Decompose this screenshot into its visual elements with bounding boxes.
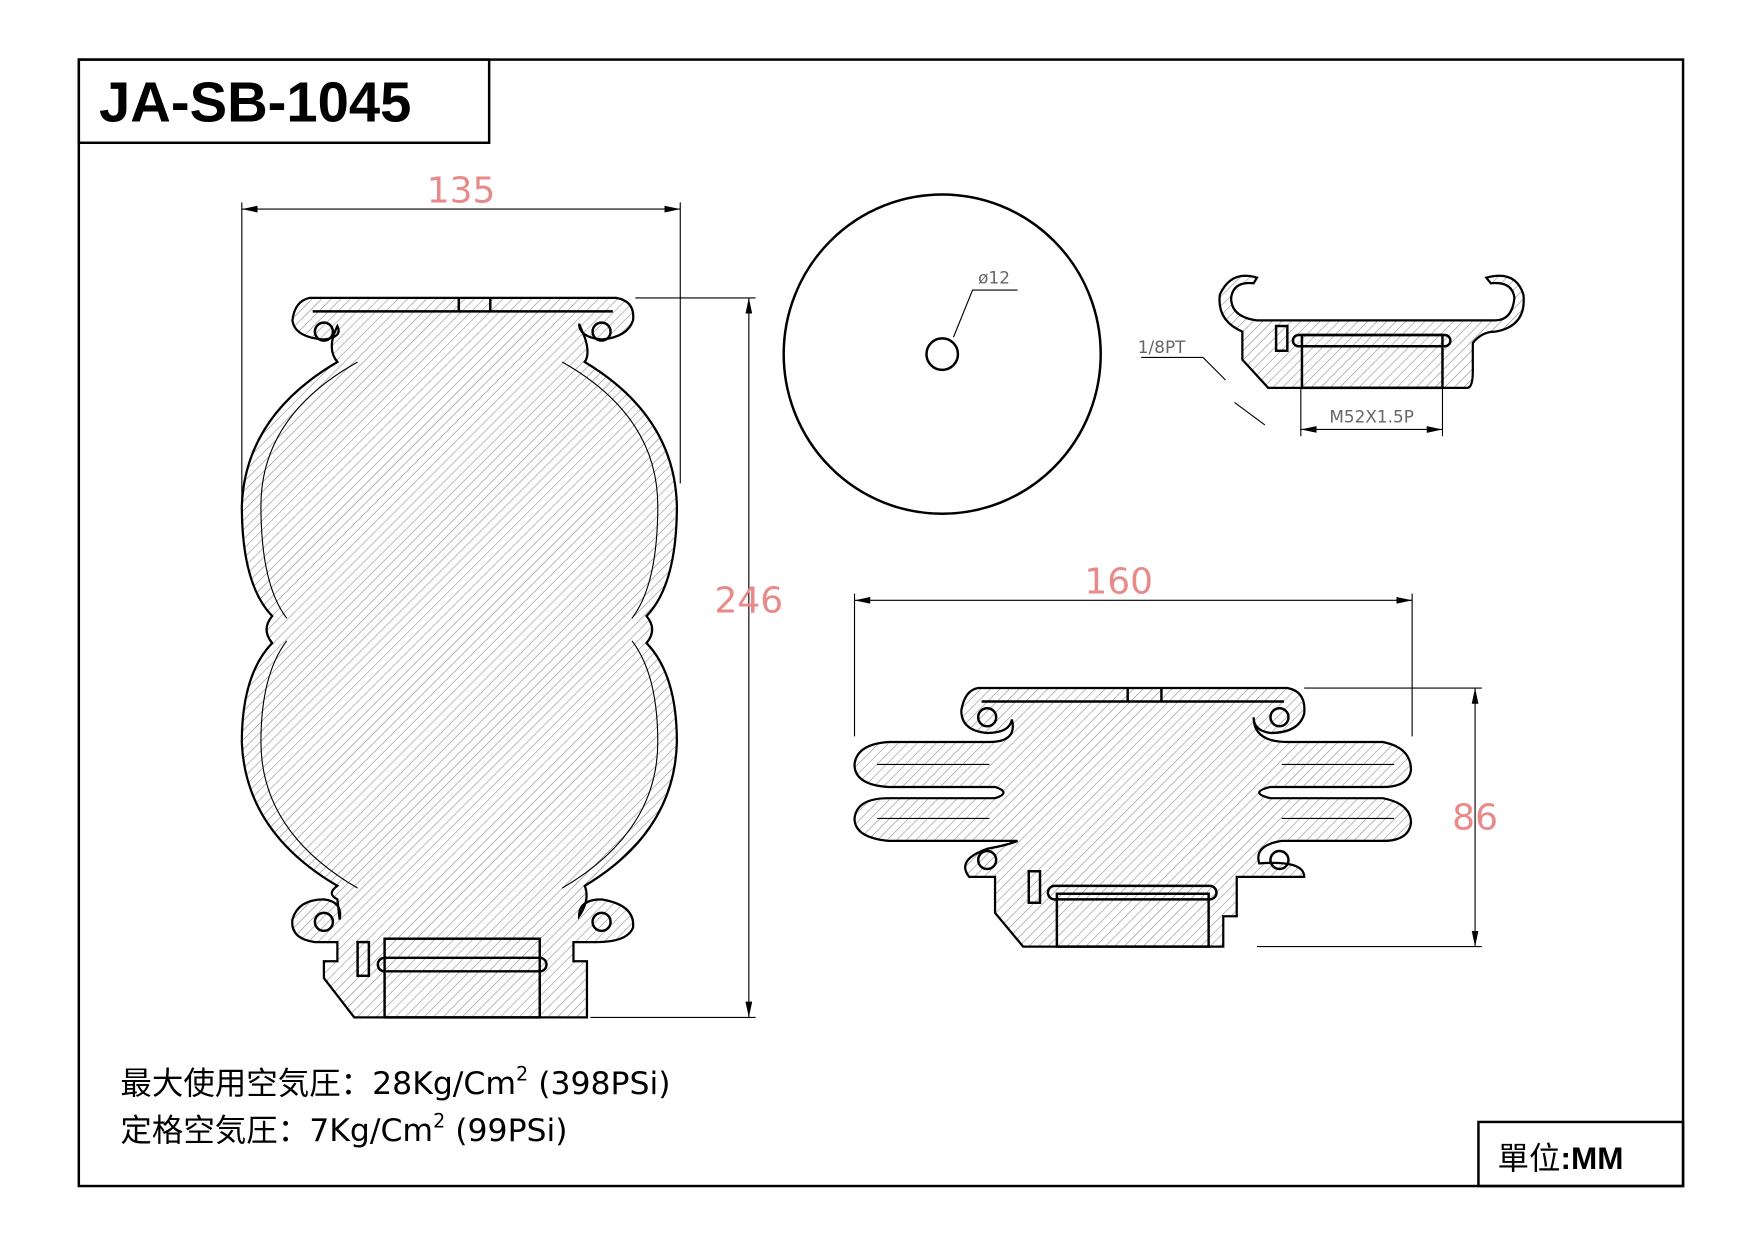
- air-port-label: 1/8PT: [1138, 337, 1186, 357]
- dimension-135: 135: [427, 170, 496, 211]
- leader-hole: [952, 289, 1018, 338]
- unit-box: [1477, 1120, 1685, 1188]
- bellows-inflated-view: [240, 296, 679, 1019]
- part-number-title: JA-SB-1045: [99, 70, 411, 133]
- max-pressure-spec: 最大使用空気圧：28Kg/Cm2 (398PSi): [120, 1062, 670, 1101]
- dimension-160: 160: [1084, 562, 1153, 603]
- drawing-frame: [77, 58, 1685, 1188]
- rated-pressure-spec: 定格空気圧：7Kg/Cm2 (99PSi): [120, 1110, 567, 1149]
- thread-label: M52X1.5P: [1329, 407, 1414, 427]
- bellows-compressed-view: [853, 686, 1413, 948]
- base-section-view: M52X1.5P 1/8PT: [1138, 274, 1525, 437]
- title-box: [77, 58, 491, 145]
- unit-label: 單位:MM: [1498, 1141, 1624, 1177]
- hole-diameter-label: ø12: [978, 267, 1010, 287]
- dimension-246: 246: [715, 581, 784, 622]
- top-plate-view: ø12: [782, 193, 1102, 515]
- dimension-86: 86: [1452, 798, 1498, 839]
